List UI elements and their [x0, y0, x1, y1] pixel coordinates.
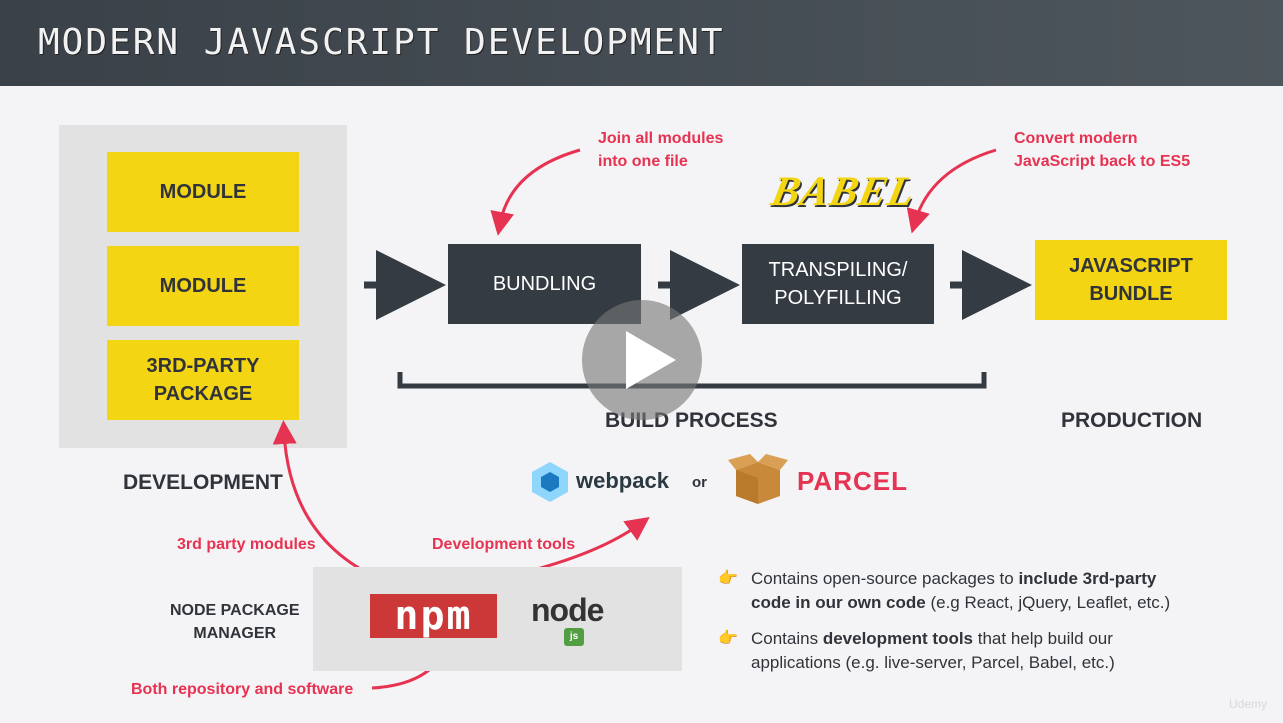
udemy-watermark: Udemy: [1229, 697, 1268, 711]
play-icon[interactable]: [626, 331, 676, 389]
bullet-2-tail: that help build our applications (e.g. l…: [751, 629, 1115, 672]
bundling-box: BUNDLING: [448, 244, 641, 324]
transpiling-box: TRANSPILING/ POLYFILLING: [742, 244, 934, 324]
webpack-logo-text: webpack: [576, 468, 669, 493]
nodejs-logo-text: node: [531, 592, 604, 628]
note-development-tools: Development tools: [432, 536, 576, 553]
bullet-1-tail: (e.g React, jQuery, Leaflet, etc.): [925, 593, 1171, 612]
pointing-hand-icon: 👉: [718, 570, 738, 587]
bullet-item-2: 👉 Contains development tools that help b…: [718, 627, 1188, 675]
note-join-modules: Join all modules into one file: [598, 130, 724, 170]
npm-panel: [313, 567, 682, 671]
npm-logo: npm: [370, 593, 497, 639]
page-title: MODERN JAVASCRIPT DEVELOPMENT: [38, 22, 725, 63]
parcel-box-icon: [728, 454, 788, 504]
curve-arrow-transpiling: [906, 148, 997, 234]
parcel-logo-text: PARCEL: [797, 466, 908, 496]
npm-logo-text: npm: [394, 593, 473, 639]
module-box-2: MODULE: [107, 246, 299, 326]
bullet-2-bold: development tools: [822, 629, 974, 648]
note-repository-software: Both repository and software: [131, 681, 354, 698]
module-box-1: MODULE: [107, 152, 299, 232]
bullet-2-text: Contains: [751, 629, 823, 648]
bullet-1-bold: include 3rd-party code in our own code: [751, 569, 1157, 612]
note-convert-es5: Convert modern JavaScript back to ES5: [1014, 130, 1191, 170]
note-3rd-party-modules: 3rd party modules: [177, 536, 316, 553]
or-text: or: [692, 474, 707, 491]
javascript-bundle-box: JAVASCRIPT BUNDLE: [1035, 240, 1227, 320]
curve-arrow-3rd-party: [272, 420, 383, 582]
webpack-cube-icon: [532, 462, 568, 502]
node-package-manager-label: NODE PACKAGE MANAGER: [170, 602, 300, 642]
header-bar: MODERN JAVASCRIPT DEVELOPMENT: [0, 0, 1283, 86]
nodejs-logo-badge: js: [564, 628, 584, 646]
third-party-package-box: 3RD-PARTY PACKAGE: [107, 340, 299, 420]
pointing-hand-icon: 👉: [718, 630, 738, 647]
bullet-item-1: 👉 Contains open-source packages to inclu…: [718, 567, 1188, 615]
development-label: DEVELOPMENT: [123, 471, 283, 494]
bullet-1-text: Contains open-source packages to: [751, 569, 1019, 588]
curve-arrow-bundling: [490, 148, 581, 236]
production-label: PRODUCTION: [1061, 409, 1203, 432]
